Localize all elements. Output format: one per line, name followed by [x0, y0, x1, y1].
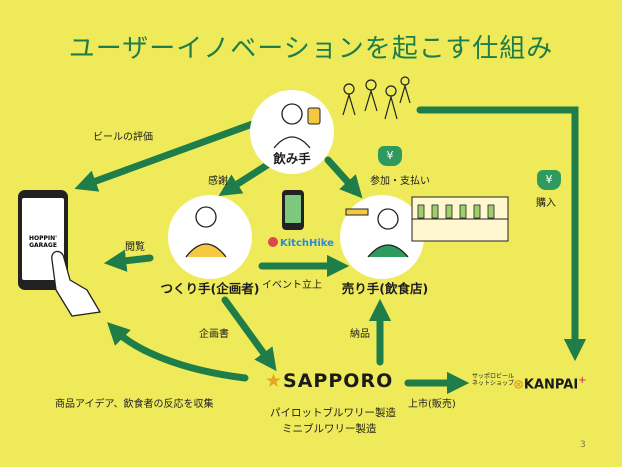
label-thanks: 感謝: [208, 176, 228, 187]
sapporo-logo: ★SAPPORO: [265, 370, 394, 392]
arrow-purchase: [416, 106, 587, 362]
smartphone-illustration: HOPPIN' GARAGE: [18, 190, 68, 290]
page-title: ユーザーイノベーションを起こす仕組み: [68, 34, 554, 64]
creator-illustration: [185, 206, 227, 258]
label-delivery: 納品: [350, 329, 370, 340]
people-illustration: [342, 76, 411, 120]
seller-label: 売り手(飲食店): [341, 281, 429, 296]
star-icon: ★: [265, 370, 284, 392]
label-event: イベント立上: [262, 280, 322, 291]
arrow-thanks: [218, 158, 276, 197]
sapporo-sub-line1: パイロットブルワリー製造: [270, 407, 396, 419]
hand-icon: [51, 250, 102, 317]
wallet-icon-payment: ¥: [378, 146, 402, 166]
drinker-illustration: [273, 103, 321, 149]
kitchhike-icon: [268, 237, 278, 247]
arrow-beer-review: [74, 118, 262, 192]
creator-node: [168, 195, 252, 279]
wallet-icon-purchase: ¥: [537, 170, 561, 190]
label-market-launch: 上市(販売): [408, 399, 456, 410]
shop-shelf-illustration: [411, 196, 509, 242]
phone-screen-text: HOPPIN' GARAGE: [28, 235, 57, 249]
arrow-collect: [107, 322, 249, 382]
seller-illustration: [345, 208, 409, 258]
sapporo-sub-line2: ミニブルワリー製造: [282, 423, 377, 435]
arrow-participation: [324, 156, 363, 199]
label-proposal: 企画書: [199, 329, 229, 340]
kitchhike-phone-icon: [282, 190, 304, 230]
kanpai-icon: ⊗: [513, 377, 524, 393]
arrow-proposal: [221, 296, 277, 372]
label-collect-feedback: 商品アイデア、飲食者の反応を収集: [55, 399, 214, 410]
drinker-node: [250, 90, 334, 174]
drinker-label: 飲み手: [273, 151, 311, 166]
kanpai-sub: サッポロビール ネットショップ: [472, 373, 515, 388]
seller-node: [340, 195, 424, 279]
label-view: 閲覧: [125, 242, 145, 253]
arrow-view: [103, 249, 154, 272]
label-beer-review: ビールの評価: [93, 132, 153, 143]
label-purchase: 購入: [536, 198, 556, 209]
page-number: 3: [580, 440, 586, 450]
creator-label: つくり手(企画者): [160, 281, 260, 296]
kanpai-logo: ⊗KANPAI+: [513, 375, 587, 393]
kitchhike-logo: KitchHike: [268, 237, 334, 249]
label-participation: 参加・支払い: [370, 176, 430, 187]
